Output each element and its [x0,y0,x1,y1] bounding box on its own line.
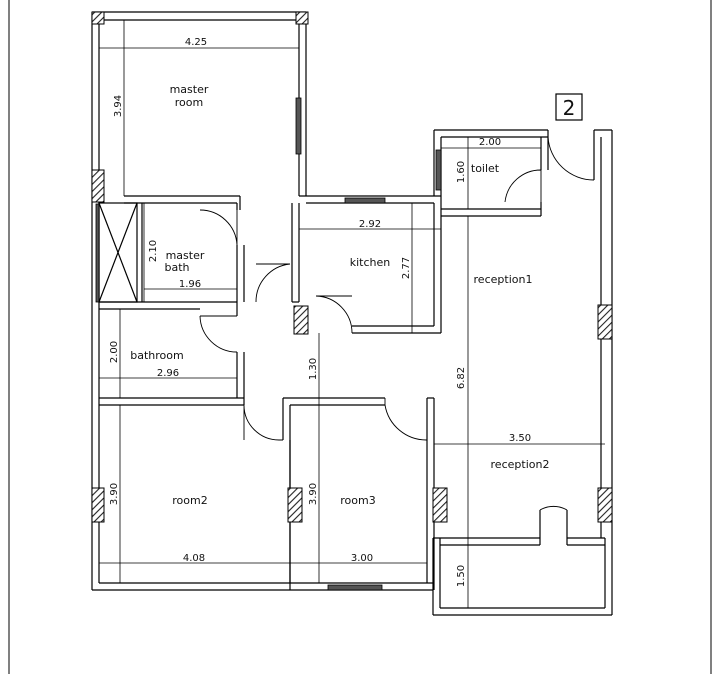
room3-label: room3 [340,494,375,507]
plan-number-badge: 2 [555,93,583,121]
doors [199,136,595,511]
dim-reception-depth: 6.82 [456,367,467,389]
dimension-lines [99,20,605,608]
dim-reception2-width: 3.50 [509,433,531,444]
dim-room3-width: 3.00 [351,553,373,564]
dim-master-room-width: 4.25 [185,37,207,48]
dim-kitchen-width: 2.92 [359,219,381,230]
dim-room2-depth: 3.90 [109,483,120,505]
plan-number: 2 [563,96,576,120]
windows [95,97,442,591]
dim-master-bath-depth: 2.10 [148,240,159,262]
dim-balcony-depth: 1.50 [456,565,467,587]
master-bath-label-line1: master [166,249,205,262]
toilet-label: toilet [471,162,500,175]
dim-toilet-width: 2.00 [479,137,501,148]
reception1-label: reception1 [474,273,533,286]
walls [91,11,613,616]
master-room-label-line1: master [170,83,209,96]
dim-bathroom-width: 2.96 [157,368,179,379]
reception2-label: reception2 [491,458,550,471]
kitchen-label: kitchen [350,256,391,269]
dim-room3-depth: 3.90 [308,483,319,505]
dimension-labels: 4.25 3.94 2.00 1.60 2.10 1.96 2.92 2.77 … [109,37,531,587]
master-bath-label-line2: bath [164,261,189,274]
room-labels: master room master bath toilet kitchen r… [130,83,549,507]
room2-label: room2 [172,494,207,507]
dim-master-room-depth: 3.94 [113,95,124,117]
dim-room2-width: 4.08 [183,553,205,564]
bathroom-label: bathroom [130,349,183,362]
dim-toilet-depth: 1.60 [456,161,467,183]
dim-bathroom-depth: 2.00 [109,341,120,363]
master-room-label-line2: room [175,96,203,109]
columns [91,11,613,523]
dim-master-bath-width: 1.96 [179,279,201,290]
dim-corridor: 1.30 [308,358,319,380]
dim-kitchen-depth: 2.77 [401,257,412,279]
